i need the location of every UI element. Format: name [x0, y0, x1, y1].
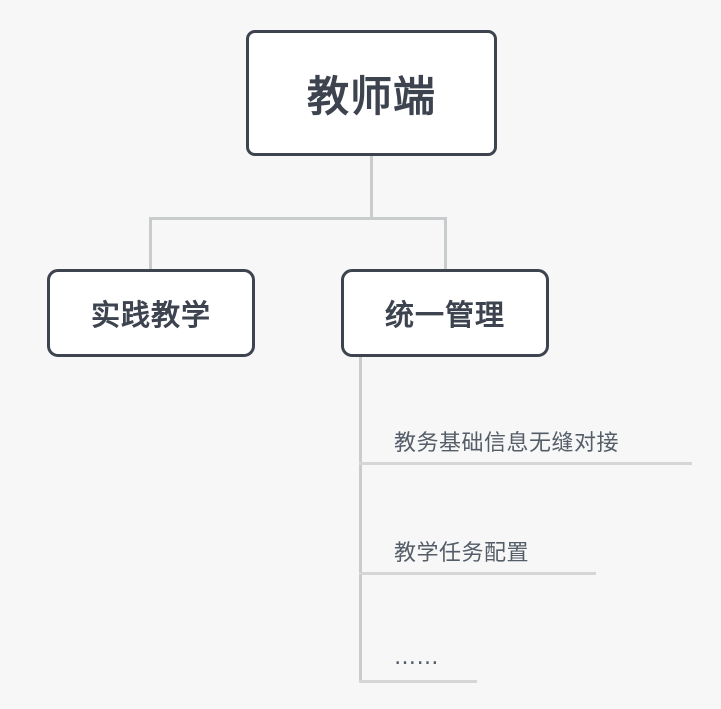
leaf-item-teaching-task-config[interactable]: 教学任务配置	[394, 541, 530, 566]
connector-drop-manage	[444, 217, 447, 270]
node-unified-management-label: 统一管理	[384, 298, 505, 332]
connector-leaf-spine	[359, 357, 362, 683]
connector-root-drop	[370, 155, 373, 219]
node-root-teacher-client[interactable]: 教师端	[246, 30, 497, 156]
leaf-rule-teaching-task-config	[359, 572, 596, 575]
leaf-rule-academic-info	[359, 462, 692, 465]
leaf-rule-ellipsis	[359, 680, 477, 683]
leaf-item-ellipsis[interactable]: ……	[394, 645, 439, 670]
leaf-item-academic-info[interactable]: 教务基础信息无缝对接	[394, 431, 620, 456]
node-practical-teaching[interactable]: 实践教学	[47, 269, 255, 357]
connector-drop-practice	[149, 217, 152, 270]
connector-horizontal-bus	[149, 217, 447, 220]
node-unified-management[interactable]: 统一管理	[341, 269, 549, 357]
node-root-label: 教师端	[306, 71, 436, 121]
node-practical-teaching-label: 实践教学	[90, 298, 211, 332]
